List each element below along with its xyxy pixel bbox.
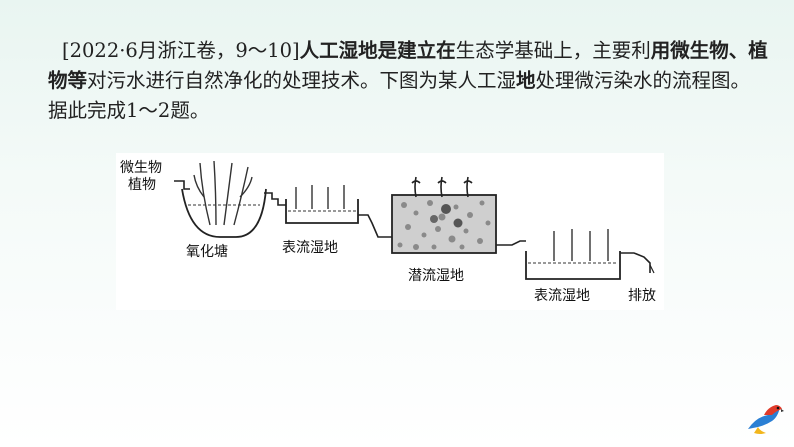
parrot-logo (742, 399, 786, 443)
question-text: [2022·6月浙江卷，9～10]人工湿地是建立在生态学基础上，主要利用微生物、… (48, 36, 768, 126)
label-oxidation-pond: 氧化塘 (186, 244, 228, 260)
parrot-icon (748, 405, 784, 434)
surface-wetland-2-plants (553, 229, 609, 261)
surface-wetland-1-plants (295, 185, 345, 209)
question-bold-1: 人工湿地是建立在 (299, 39, 456, 62)
label-plant: 植物 (128, 177, 156, 193)
subsurface-wetland-plants (411, 176, 473, 198)
question-bold-2: 用微生物、植物等 (48, 39, 768, 92)
question-source: [2022·6月浙江卷，9～10] (62, 39, 300, 62)
label-subsurface-wetland: 潜流湿地 (408, 268, 464, 284)
question-segment-4: 对污水进行自然净化的处理技术。下图为某人工湿 (87, 69, 517, 92)
wetland-flow-diagram: 微生物 植物 氧化塘 表流湿地 潜流湿地 表流湿地 排放 (116, 153, 664, 310)
question-segment-2: 生态学基础上，主要利 (455, 39, 651, 62)
pond-plants (193, 160, 253, 226)
gravel-texture (397, 200, 491, 250)
wetland-diagram-drawing (174, 160, 655, 280)
label-surface-wetland-2: 表流湿地 (534, 288, 590, 304)
label-discharge: 排放 (628, 288, 656, 304)
question-bold-3: 地 (516, 69, 536, 92)
label-microbe: 微生物 (120, 160, 162, 176)
question-segment-6: 处理微污染水的流程图。据此完成1～2题。 (48, 69, 751, 122)
label-surface-wetland-1: 表流湿地 (282, 240, 338, 256)
